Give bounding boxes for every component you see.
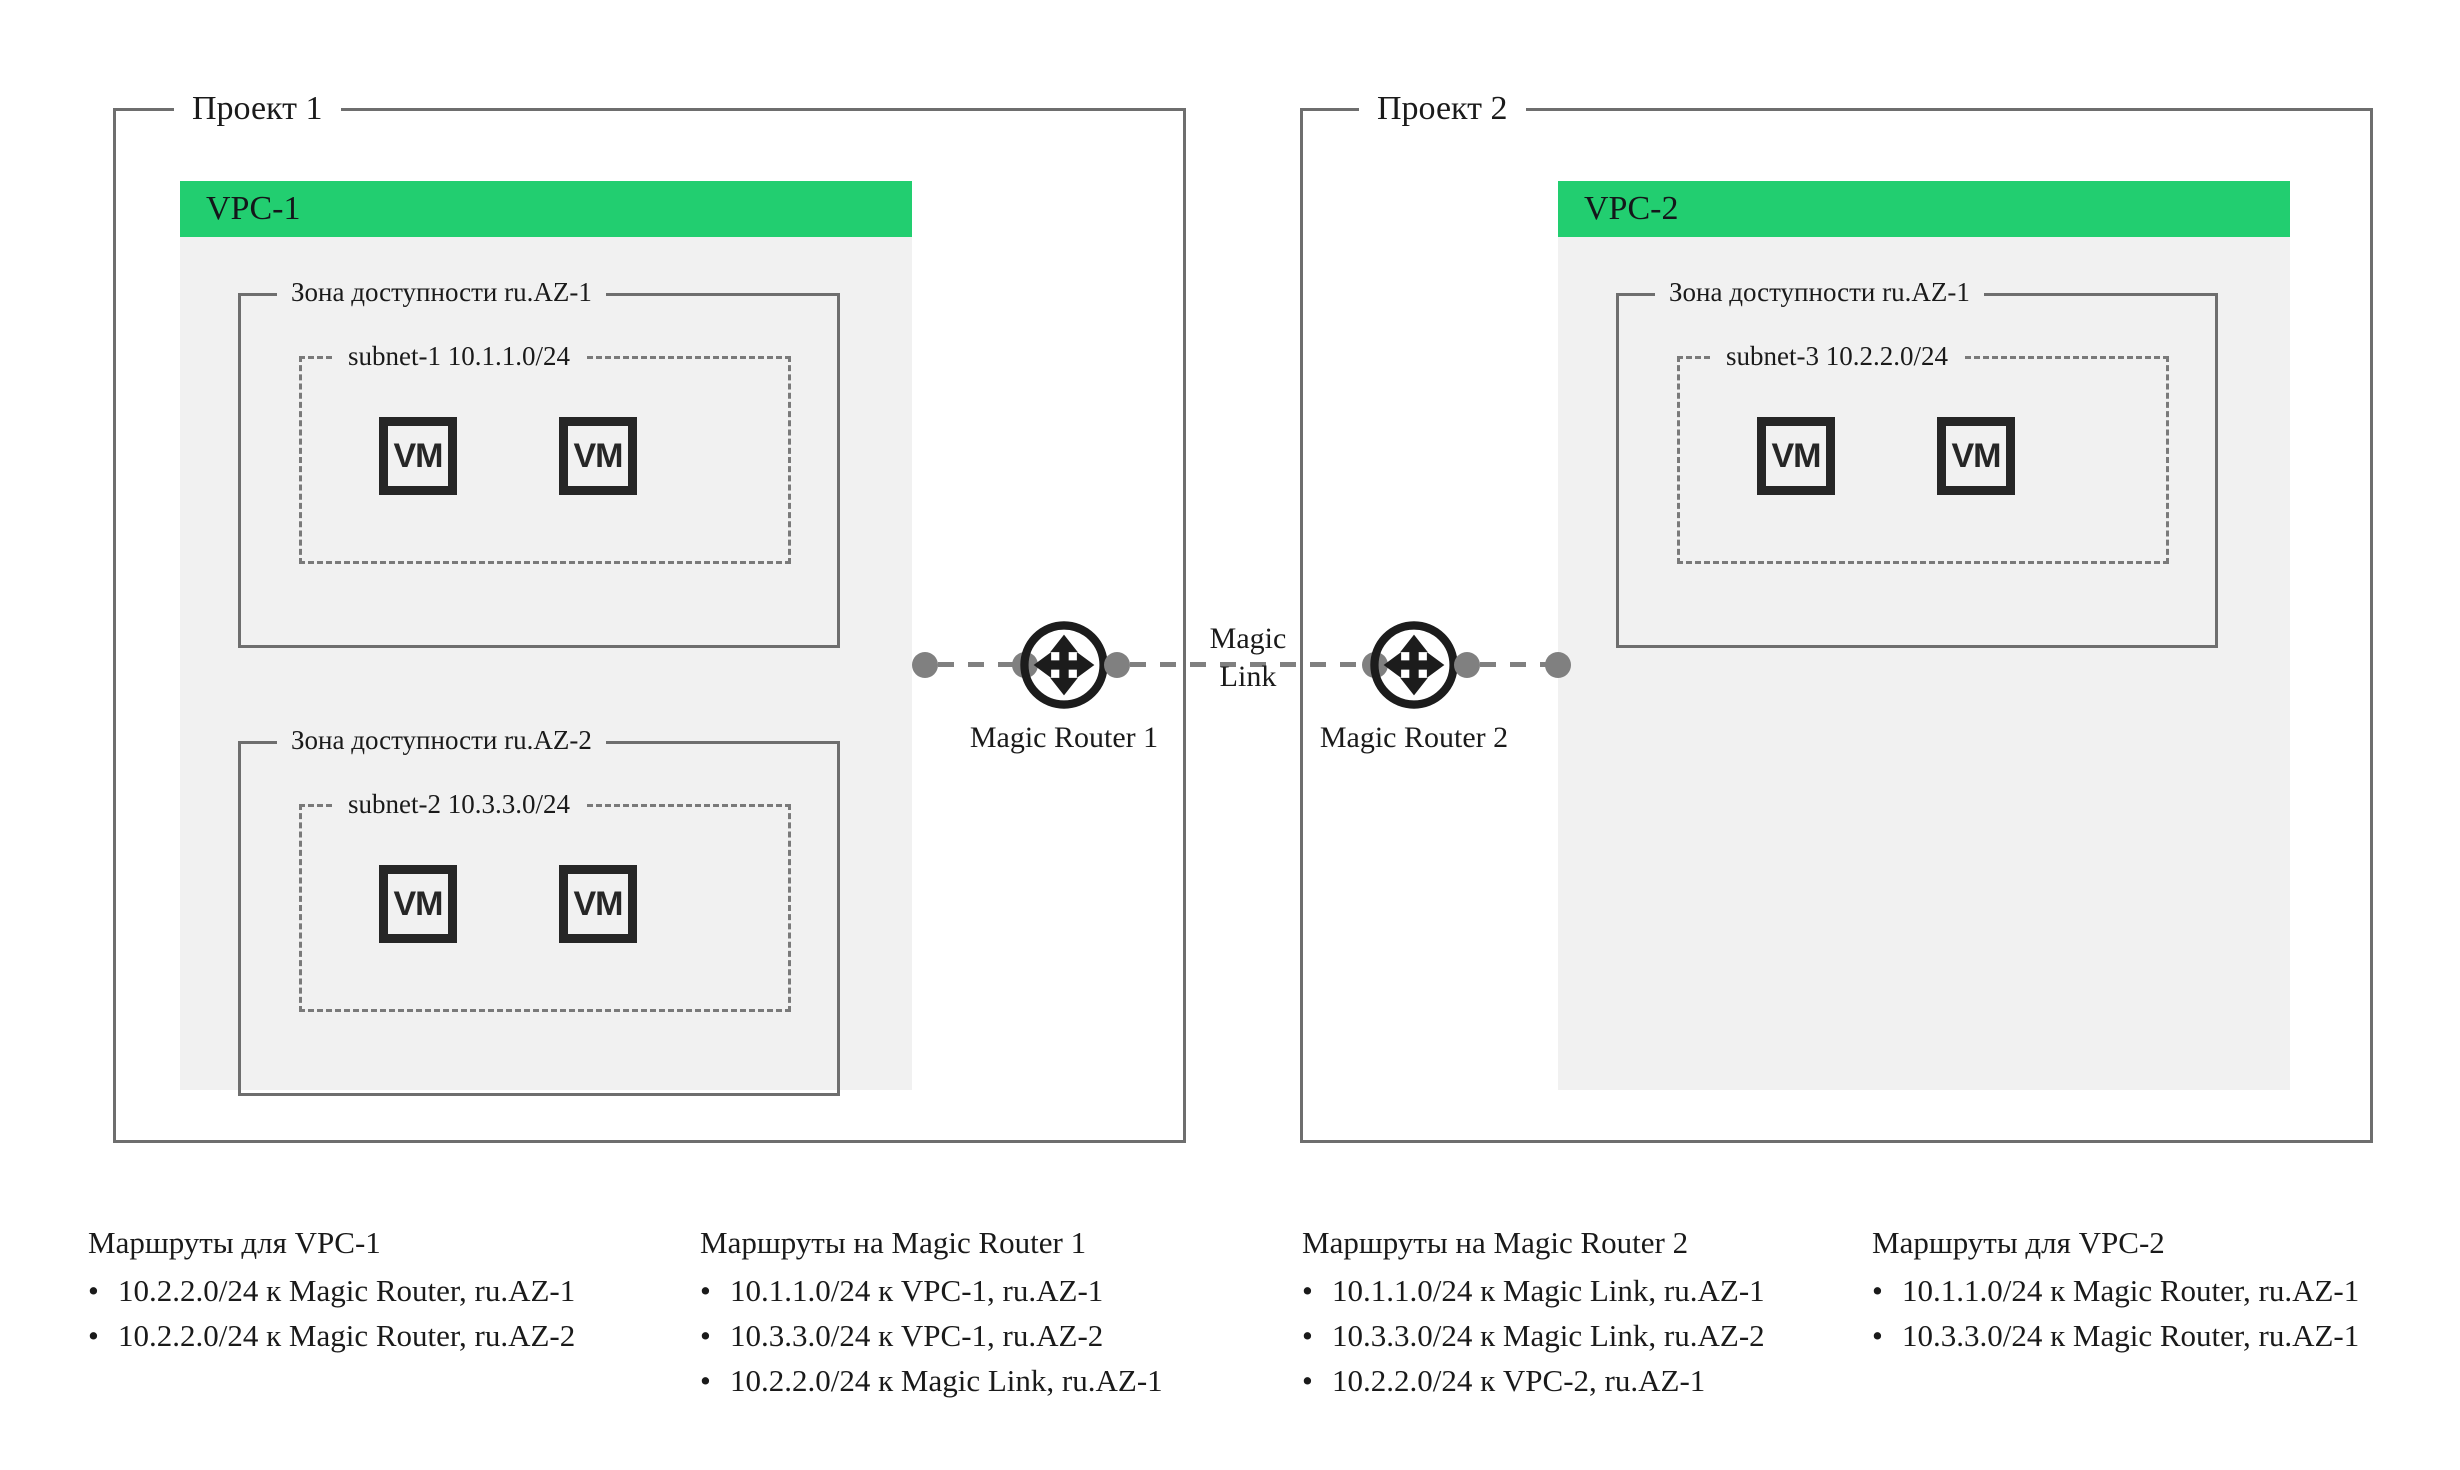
vm-icon: VM — [1937, 417, 2015, 495]
project-frame-2: Проект 2 — [1300, 92, 2373, 1143]
route-table-magic-router-2: Маршруты на Magic Router 2 10.1.1.0/24 к… — [1302, 1222, 1912, 1403]
route-entry: 10.1.1.0/24 к Magic Link, ru.AZ-1 — [1302, 1268, 1912, 1313]
vm-label: VM — [1771, 437, 1822, 475]
vm-label: VM — [573, 885, 624, 923]
subnet-2: subnet-2 10.3.3.0/24 VM VM — [299, 791, 791, 1012]
magic-link-label-line2: Link — [1219, 660, 1277, 693]
connection-dot-vpc1 — [912, 652, 938, 678]
route-list: 10.1.1.0/24 к Magic Router, ru.AZ-1 10.3… — [1872, 1268, 2460, 1358]
route-entry: 10.1.1.0/24 к Magic Router, ru.AZ-1 — [1872, 1268, 2460, 1313]
magic-link-label: Magic Link — [1168, 620, 1328, 696]
vm-label: VM — [573, 437, 624, 475]
router-icon — [1018, 619, 1110, 711]
vpc-2: VPC-2 Зона доступности ru.AZ-1 subnet-3 … — [1558, 181, 2290, 1090]
project-frame-1: Проект 1 — [113, 92, 1186, 1143]
connection-dot-router1-right — [1104, 652, 1130, 678]
route-table-title: Маршруты на Magic Router 1 — [700, 1225, 1087, 1260]
route-table-title: Маршруты для VPC-1 — [88, 1225, 381, 1260]
availability-zone-1-2-label: Зона доступности ru.AZ-2 — [277, 727, 606, 754]
route-table-vpc-1: Маршруты для VPC-1 10.2.2.0/24 к Magic R… — [88, 1222, 698, 1358]
vm-icon: VM — [379, 865, 457, 943]
vm-icon: VM — [559, 417, 637, 495]
subnet-3: subnet-3 10.2.2.0/24 VM VM — [1677, 343, 2169, 564]
route-list: 10.1.1.0/24 к Magic Link, ru.AZ-1 10.3.3… — [1302, 1268, 1912, 1403]
subnet-2-label: subnet-2 10.3.3.0/24 — [334, 791, 584, 818]
route-entry: 10.2.2.0/24 к Magic Router, ru.AZ-1 — [88, 1268, 698, 1313]
vm-icon: VM — [1757, 417, 1835, 495]
route-entry: 10.2.2.0/24 к Magic Link, ru.AZ-1 — [700, 1358, 1310, 1403]
subnet-1-label: subnet-1 10.1.1.0/24 — [334, 343, 584, 370]
connection-dot-router2-right — [1454, 652, 1480, 678]
route-list: 10.1.1.0/24 к VPC-1, ru.AZ-1 10.3.3.0/24… — [700, 1268, 1310, 1403]
vpc-1-title: VPC-1 — [206, 190, 301, 227]
vm-icon: VM — [379, 417, 457, 495]
vpc-1-body: Зона доступности ru.AZ-1 subnet-1 10.1.1… — [180, 237, 912, 1096]
project-1-label: Проект 1 — [174, 92, 341, 126]
router-icon — [1368, 619, 1460, 711]
route-list: 10.2.2.0/24 к Magic Router, ru.AZ-1 10.2… — [88, 1268, 698, 1358]
route-entry: 10.3.3.0/24 к Magic Router, ru.AZ-1 — [1872, 1313, 2460, 1358]
route-entry: 10.3.3.0/24 к VPC-1, ru.AZ-2 — [700, 1313, 1310, 1358]
vpc-2-header: VPC-2 — [1558, 181, 2290, 237]
availability-zone-1-2: Зона доступности ru.AZ-2 subnet-2 10.3.3… — [238, 727, 840, 1096]
vm-label: VM — [1951, 437, 2002, 475]
link-router1-to-magiclink — [1130, 662, 1362, 667]
project-2-label: Проект 2 — [1359, 92, 1526, 126]
availability-zone-2-1-label: Зона доступности ru.AZ-1 — [1655, 279, 1984, 306]
router-2-label: Magic Router 2 — [1319, 721, 1509, 754]
magic-link-label-line1: Magic — [1209, 622, 1287, 655]
subnet-1: subnet-1 10.1.1.0/24 VM VM — [299, 343, 791, 564]
vpc-1: VPC-1 Зона доступности ru.AZ-1 subnet-1 … — [180, 181, 912, 1096]
availability-zone-2-1: Зона доступности ru.AZ-1 subnet-3 10.2.2… — [1616, 279, 2218, 648]
vm-label: VM — [393, 437, 444, 475]
link-vpc1-to-router1 — [938, 662, 1022, 667]
route-table-vpc-2: Маршруты для VPC-2 10.1.1.0/24 к Magic R… — [1872, 1222, 2460, 1358]
route-entry: 10.2.2.0/24 к VPC-2, ru.AZ-1 — [1302, 1358, 1912, 1403]
vm-label: VM — [393, 885, 444, 923]
route-entry: 10.3.3.0/24 к Magic Link, ru.AZ-2 — [1302, 1313, 1912, 1358]
route-table-title: Маршруты на Magic Router 2 — [1302, 1225, 1689, 1260]
route-table-magic-router-1: Маршруты на Magic Router 1 10.1.1.0/24 к… — [700, 1222, 1310, 1403]
route-table-title: Маршруты для VPC-2 — [1872, 1225, 2165, 1260]
subnet-3-label: subnet-3 10.2.2.0/24 — [1712, 343, 1962, 370]
route-entry: 10.2.2.0/24 к Magic Router, ru.AZ-2 — [88, 1313, 698, 1358]
connection-dot-vpc2 — [1545, 652, 1571, 678]
router-1-label: Magic Router 1 — [969, 721, 1159, 754]
vm-icon: VM — [559, 865, 637, 943]
availability-zone-1-1-label: Зона доступности ru.AZ-1 — [277, 279, 606, 306]
availability-zone-1-1: Зона доступности ru.AZ-1 subnet-1 10.1.1… — [238, 279, 840, 648]
vpc-1-header: VPC-1 — [180, 181, 912, 237]
vpc-2-title: VPC-2 — [1584, 190, 1679, 227]
vpc-2-body: Зона доступности ru.AZ-1 subnet-3 10.2.2… — [1558, 237, 2290, 1090]
route-entry: 10.1.1.0/24 к VPC-1, ru.AZ-1 — [700, 1268, 1310, 1313]
link-router2-to-vpc2 — [1480, 662, 1558, 667]
